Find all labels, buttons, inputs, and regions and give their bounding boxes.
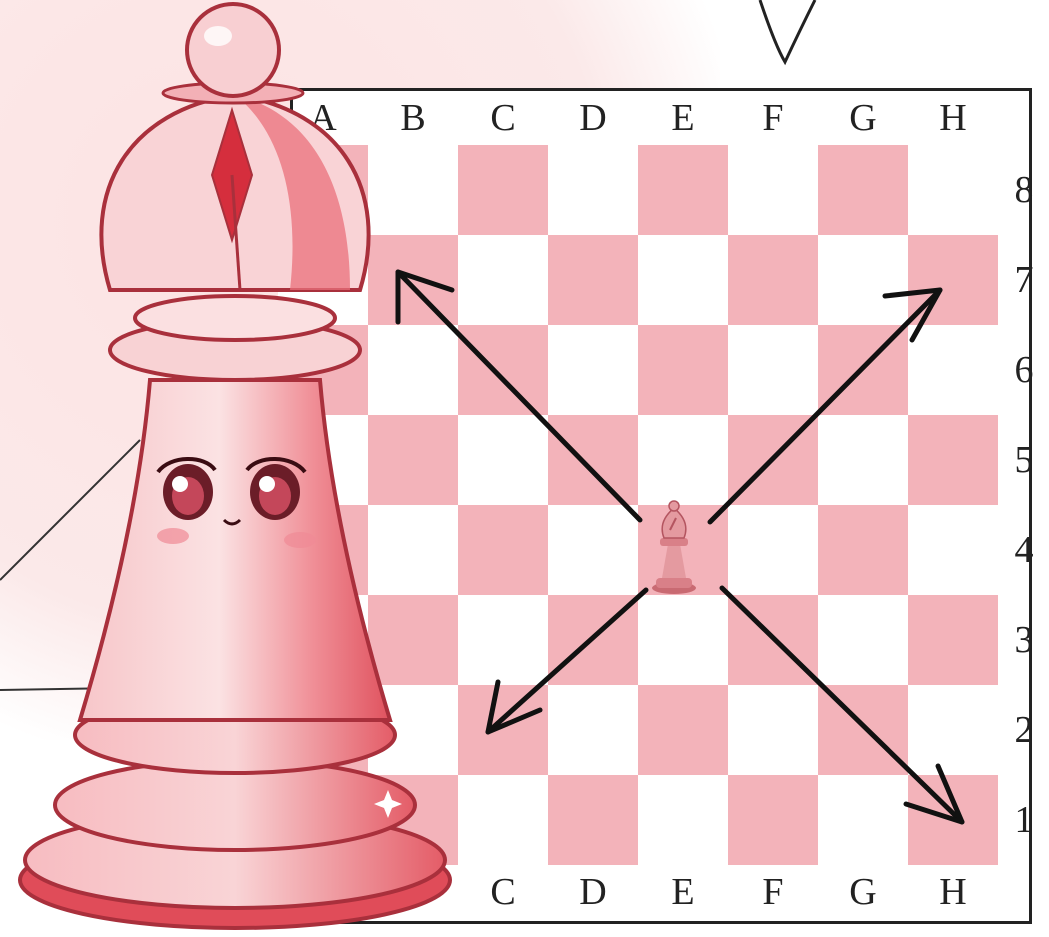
arrow-down-right (722, 588, 962, 822)
arrow-up-right (710, 290, 940, 522)
arrow-down-left (488, 590, 646, 732)
bishop-mascot-icon (0, 0, 480, 937)
bishop-icon[interactable] (648, 500, 700, 596)
